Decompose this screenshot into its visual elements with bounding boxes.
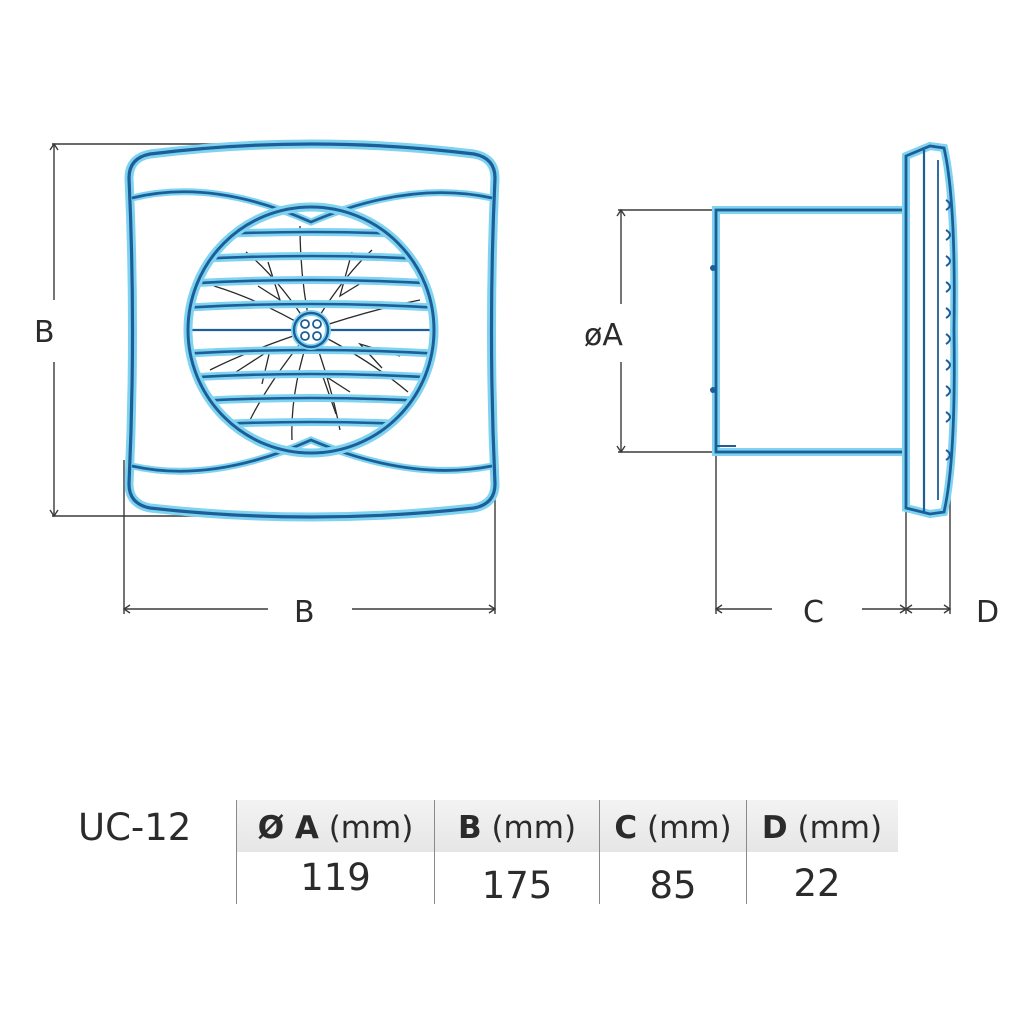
front-plate-profile [902, 141, 959, 519]
side-view: øA C D [584, 141, 999, 630]
side-depth-label: C [803, 595, 824, 630]
front-view: B B [34, 139, 500, 630]
front-width-label: B [294, 595, 315, 630]
front-height-label: B [34, 315, 55, 350]
side-depth-dimension [714, 440, 952, 614]
hub-icon [291, 310, 331, 350]
side-diameter-dimension [616, 208, 716, 454]
front-width-dimension [122, 460, 497, 614]
side-diameter-label: øA [584, 318, 623, 353]
grille-ring [183, 202, 439, 458]
motor-body [710, 206, 910, 456]
front-housing [124, 139, 500, 522]
side-frame-label: D [976, 595, 999, 630]
